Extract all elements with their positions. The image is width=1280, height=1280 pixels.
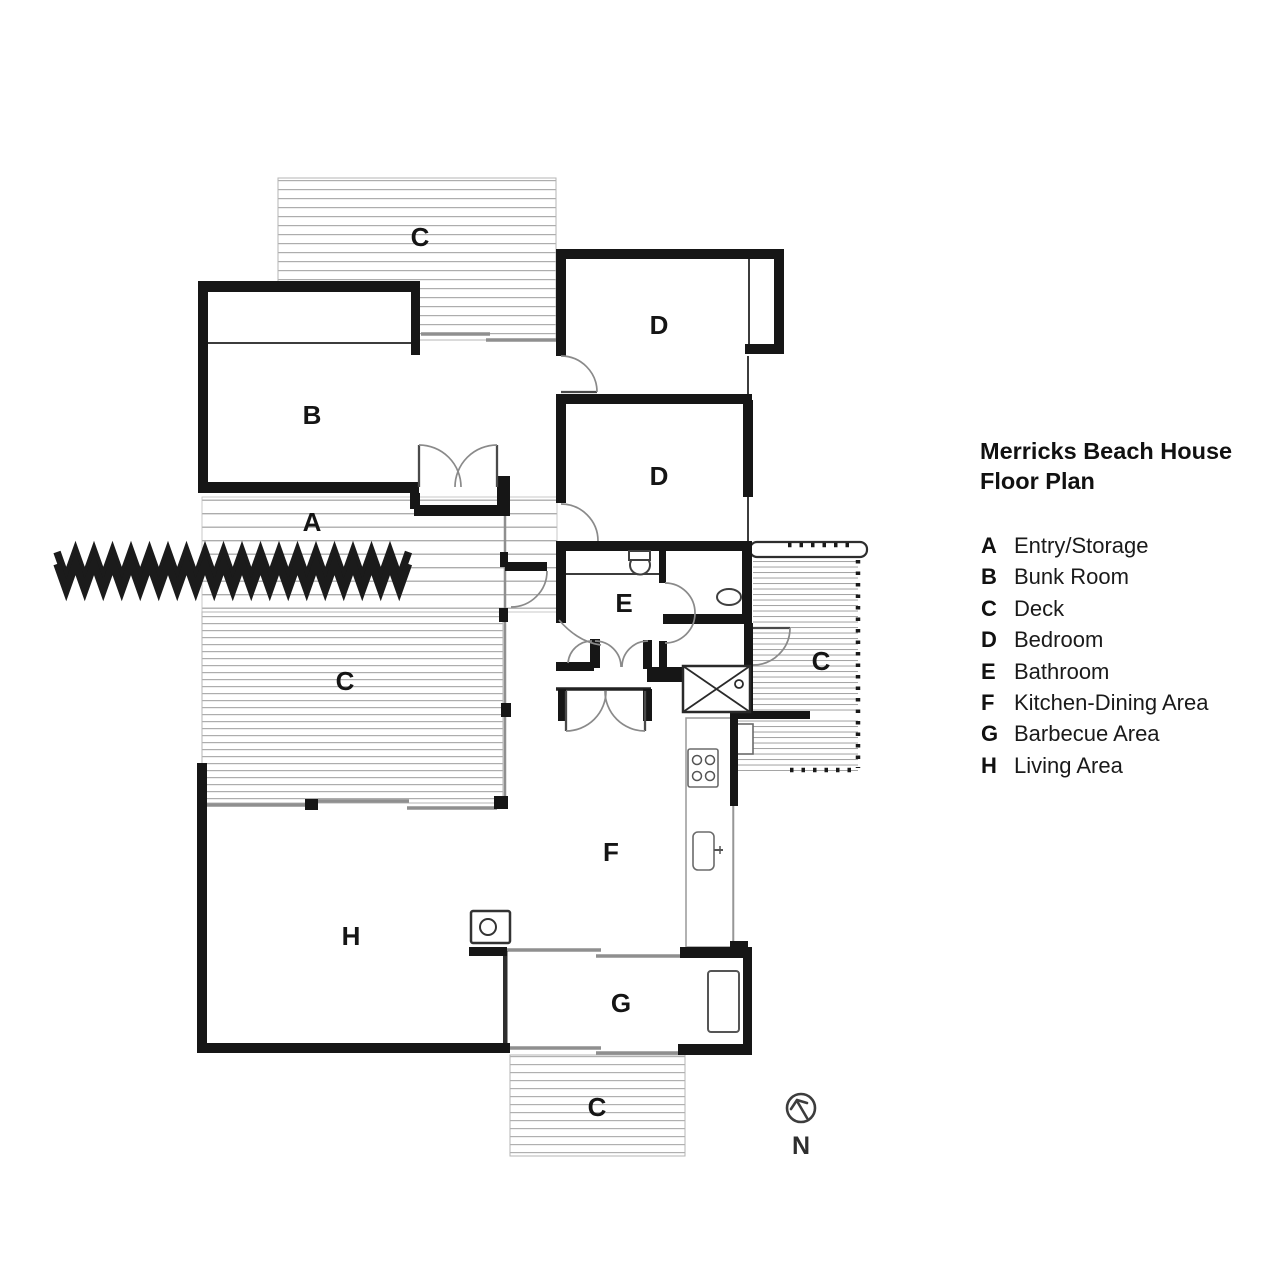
legend-label-c: Deck	[1014, 596, 1065, 621]
legend-label-g: Barbecue Area	[1014, 721, 1160, 746]
legend-key-d: D	[981, 627, 997, 652]
room-label-bathroom: E	[615, 588, 632, 618]
legend-label-f: Kitchen-Dining Area	[1014, 690, 1209, 715]
deck-areas	[201, 177, 869, 1157]
room-label-living-area: H	[342, 921, 361, 951]
north-label: N	[792, 1132, 810, 1160]
deck-south-area	[509, 1054, 686, 1157]
room-label-bunk-room: B	[303, 400, 322, 430]
deck-west-area	[201, 611, 504, 804]
legend-item-g: G Barbecue Area	[981, 721, 1160, 746]
fireplace-icon	[681, 664, 752, 714]
legend-title-line1: Merricks Beach House	[980, 438, 1232, 464]
legend-key-g: G	[981, 721, 998, 746]
legend-label-h: Living Area	[1014, 753, 1124, 778]
door-swings	[417, 355, 791, 732]
room-labels: C B A D D E C C F H G C	[303, 222, 831, 1122]
legend-label-b: Bunk Room	[1014, 564, 1129, 589]
legend-item-h: H Living Area	[981, 753, 1124, 778]
legend-label-d: Bedroom	[1014, 627, 1103, 652]
room-label-deck-north: C	[411, 222, 430, 252]
legend-key-a: A	[981, 533, 997, 558]
barbecue-icon	[707, 970, 740, 1033]
legend-item-e: E Bathroom	[981, 659, 1109, 684]
room-label-bedroom-north: D	[650, 310, 669, 340]
room-label-deck-west: C	[336, 666, 355, 696]
deck-east-lower-area	[733, 718, 858, 771]
north-arrow-icon: N	[785, 1092, 817, 1160]
deck-east-step	[748, 540, 869, 559]
deck-east-area	[753, 557, 858, 713]
room-label-kitchen-dining: F	[603, 837, 619, 867]
legend-item-d: D Bedroom	[981, 627, 1103, 652]
cooktop-icon	[687, 748, 719, 788]
legend-key-c: C	[981, 596, 997, 621]
legend-item-c: C Deck	[981, 596, 1065, 621]
deck-bench	[736, 723, 754, 755]
room-label-deck-east: C	[812, 646, 831, 676]
legend-item-f: F Kitchen-Dining Area	[981, 690, 1209, 715]
fixtures	[469, 550, 742, 1033]
legend-key-f: F	[981, 690, 994, 715]
legend: Merricks Beach House Floor Plan A Entry/…	[980, 438, 1232, 778]
legend-key-b: B	[981, 564, 997, 589]
legend-label-a: Entry/Storage	[1014, 533, 1149, 558]
deck-east-dashed-edge	[788, 542, 861, 773]
wood-stove-icon	[469, 909, 512, 945]
room-label-barbecue-area: G	[611, 988, 631, 1018]
room-label-entry-storage: A	[303, 507, 322, 537]
walls	[197, 249, 810, 1055]
legend-title-line2: Floor Plan	[980, 468, 1095, 494]
room-label-bedroom-south: D	[650, 461, 669, 491]
bunk-room-floor	[198, 281, 420, 493]
legend-label-e: Bathroom	[1014, 659, 1109, 684]
room-label-deck-south: C	[588, 1092, 607, 1122]
legend-key-h: H	[981, 753, 997, 778]
section-cut-zigzag-marker	[53, 540, 413, 602]
legend-item-b: B Bunk Room	[981, 564, 1129, 589]
legend-key-e: E	[981, 659, 996, 684]
toilet-icon	[628, 550, 651, 576]
wc-pan-icon	[716, 588, 742, 606]
sink-icon	[692, 831, 723, 871]
legend-item-a: A Entry/Storage	[981, 533, 1149, 558]
